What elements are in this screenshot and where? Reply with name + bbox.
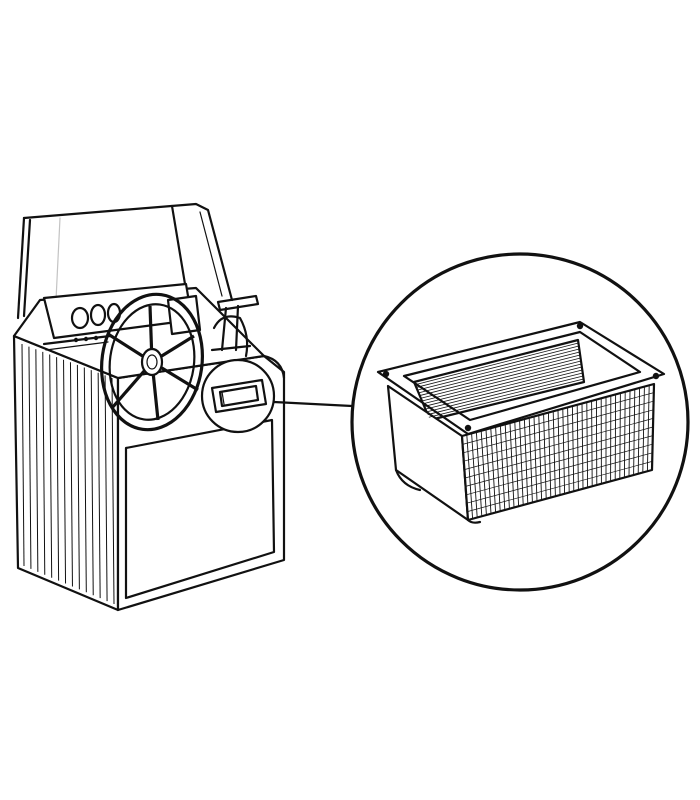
callout-connector-line — [272, 400, 354, 408]
rib-line — [35, 349, 39, 572]
control-panel — [42, 282, 202, 351]
mesh-line — [416, 345, 579, 388]
mesh-line — [466, 443, 653, 496]
detail-circle — [350, 252, 690, 592]
mesh-line — [465, 435, 653, 487]
rib-line — [104, 375, 108, 602]
mesh-line — [428, 378, 584, 418]
rib-line — [28, 346, 32, 569]
rib-line — [56, 357, 60, 581]
mesh-line — [420, 357, 581, 399]
rib-line — [111, 377, 115, 605]
throttle-lever — [210, 294, 260, 358]
rib-line — [42, 351, 46, 575]
rib-line — [63, 359, 67, 584]
rib-line — [49, 354, 53, 578]
mesh-line — [464, 418, 654, 470]
mesh-line — [417, 348, 580, 391]
mesh-line — [462, 392, 654, 445]
mesh-line — [427, 375, 584, 415]
mesh-line — [467, 461, 653, 512]
mesh-basket — [376, 320, 666, 524]
mesh-line — [464, 426, 654, 479]
rib-line — [69, 362, 73, 587]
mesh-line — [425, 369, 583, 410]
rib-line — [90, 370, 94, 596]
mesh-line — [463, 409, 654, 462]
rib-line — [21, 343, 25, 567]
mounted-box-callout — [200, 358, 276, 434]
cabinet-ribbing — [21, 343, 115, 605]
mesh-line — [423, 363, 582, 405]
mesh-line — [463, 400, 654, 454]
basket-mesh-interior — [415, 342, 584, 418]
windshield — [16, 202, 234, 320]
basket-mesh-front — [462, 385, 654, 519]
mesh-line — [419, 354, 581, 396]
mesh-line — [426, 372, 583, 413]
mesh-line — [466, 452, 653, 504]
rib-line — [97, 372, 101, 599]
rib-line — [83, 367, 87, 593]
mesh-line — [415, 342, 579, 386]
rib-line — [76, 364, 80, 590]
mesh-line — [421, 360, 582, 402]
mesh-line — [424, 366, 582, 407]
console-unit — [12, 202, 286, 612]
steering-wheel — [99, 292, 205, 432]
mesh-line — [418, 351, 580, 394]
